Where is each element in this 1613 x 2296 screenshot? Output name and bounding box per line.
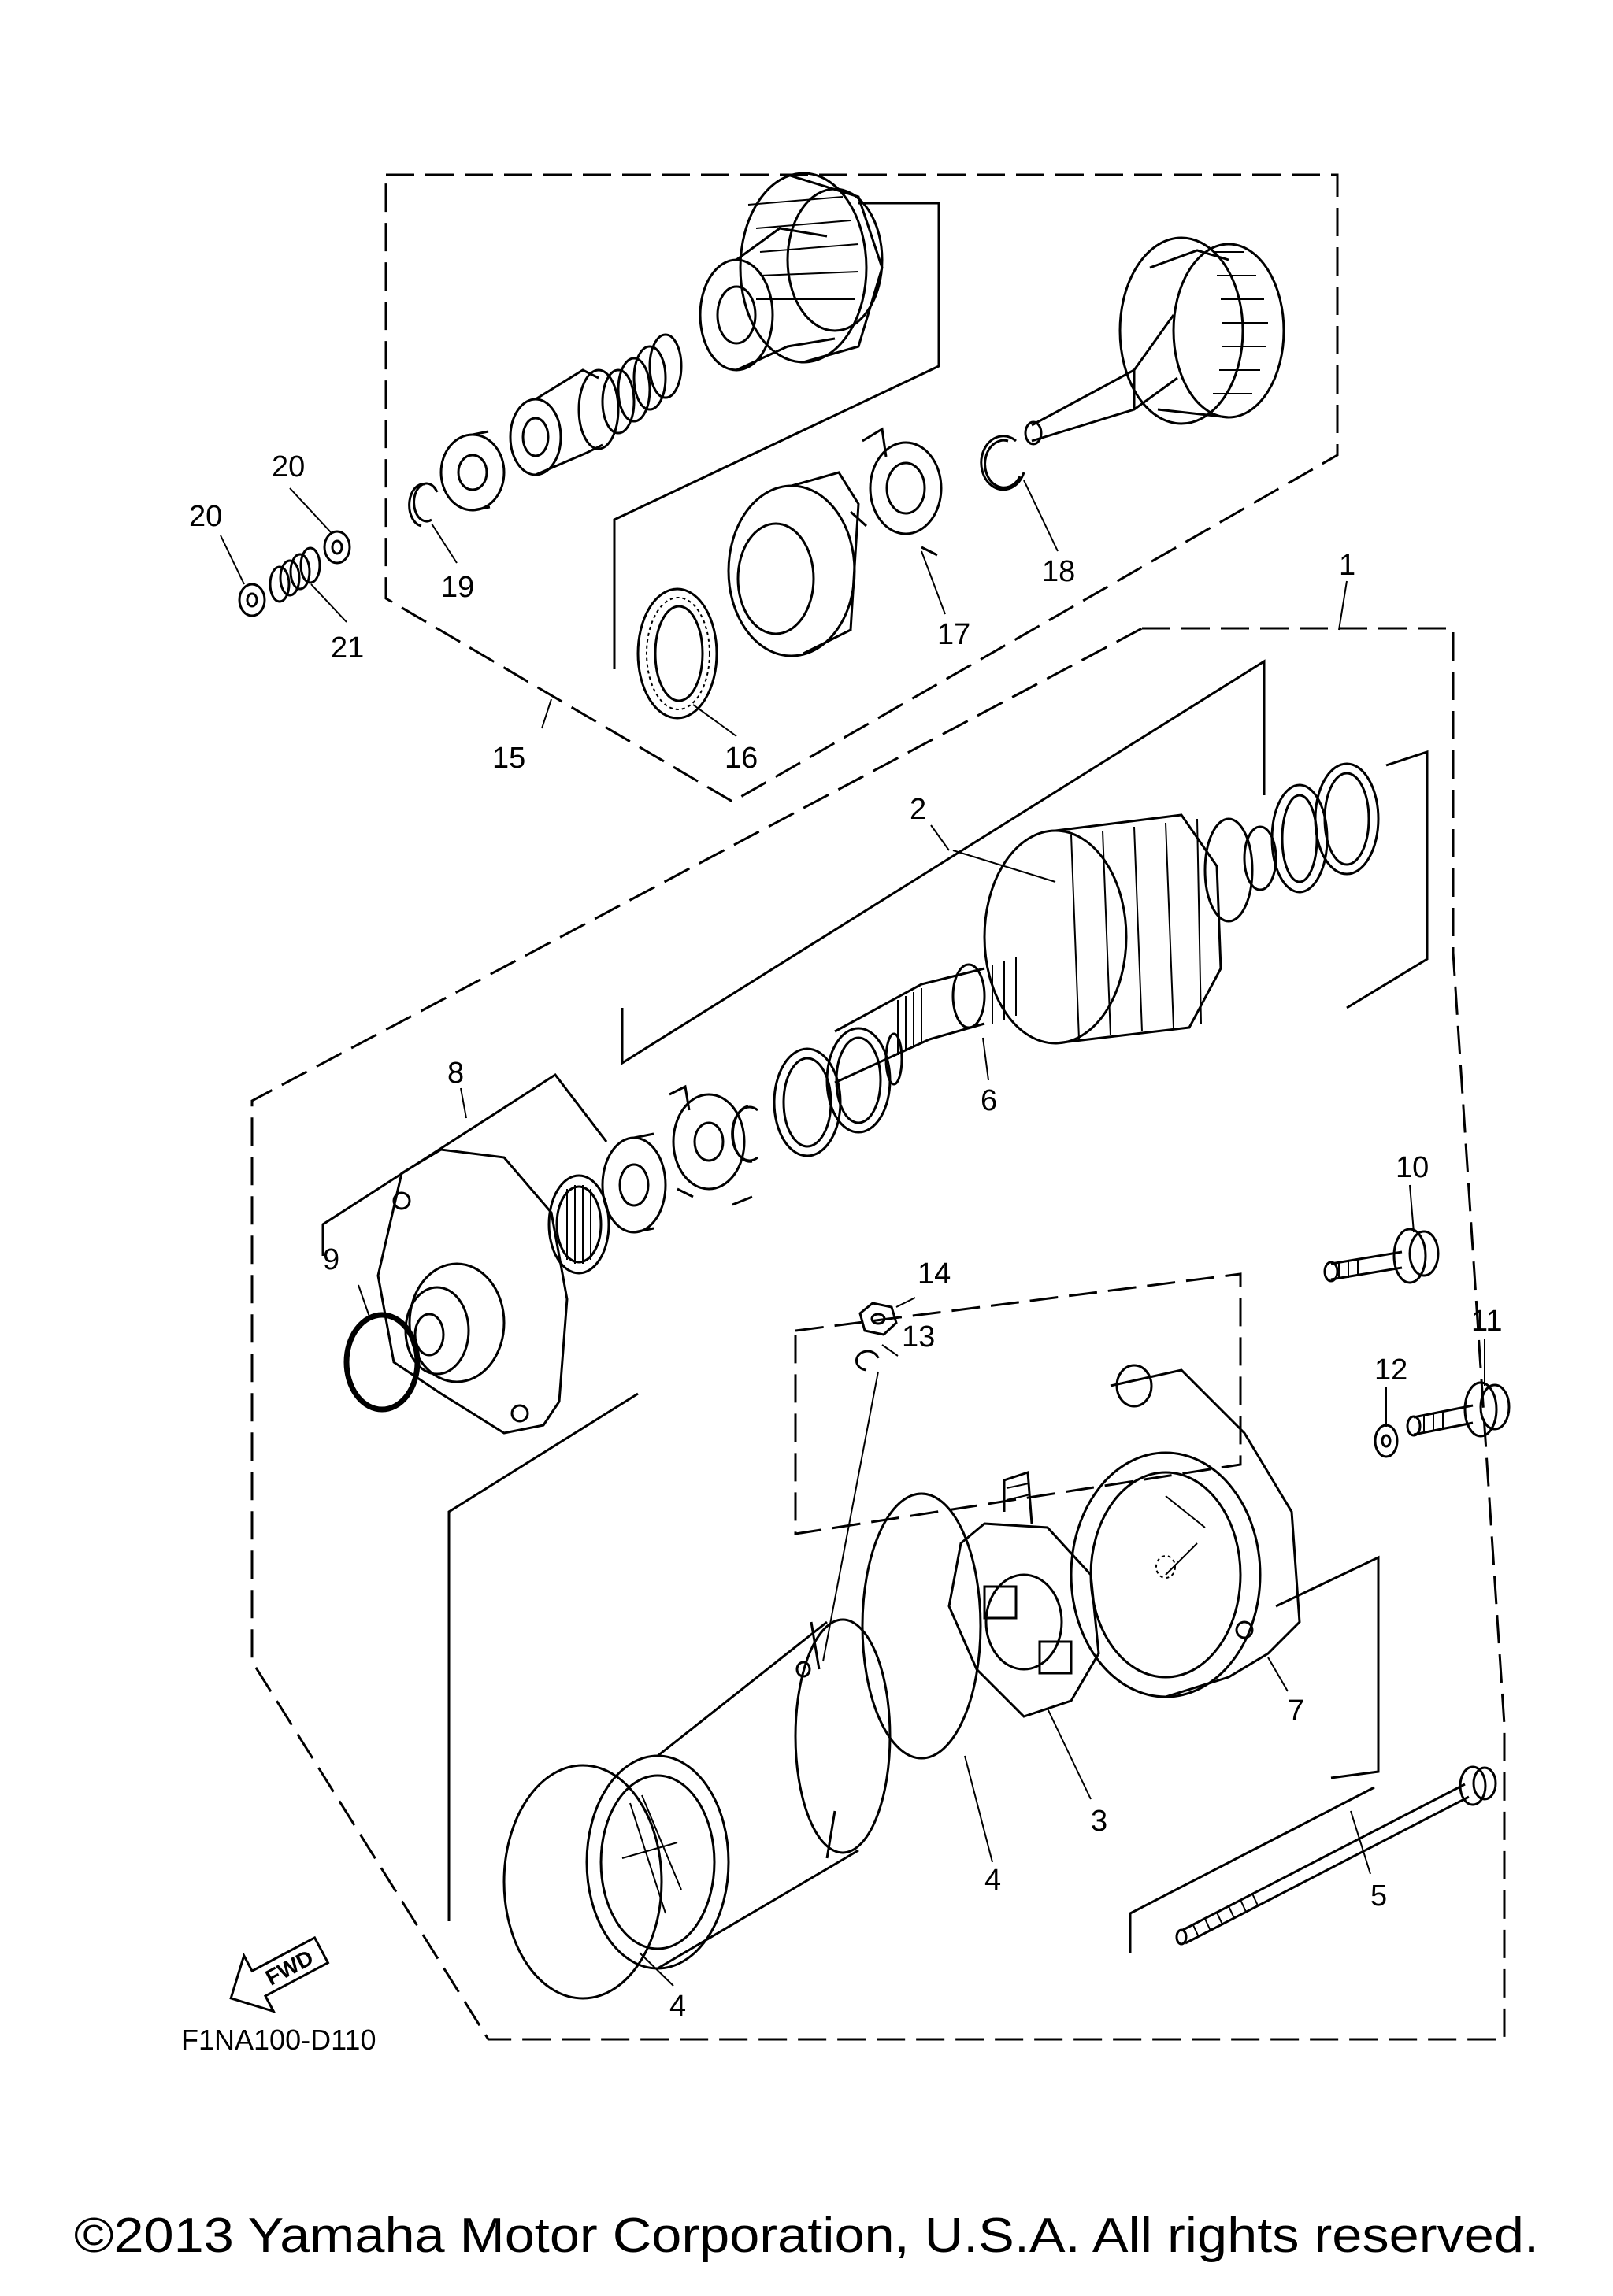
- callout-21: 21: [331, 631, 364, 665]
- callout-6: 6: [981, 1084, 997, 1117]
- part-washer-20b: [323, 530, 351, 565]
- part-bolt-11: [1406, 1381, 1511, 1438]
- part-needle-bearing-16: [636, 587, 718, 720]
- callout-15: 15: [492, 742, 525, 775]
- callout-12: 12: [1374, 1354, 1407, 1387]
- part-washers-right: [1270, 762, 1380, 894]
- bracket-bolt-5: [1129, 1786, 1375, 1953]
- part-pinion-clutch: [699, 172, 884, 372]
- part-washer-20a: [238, 583, 266, 617]
- callout-9: 9: [323, 1243, 339, 1276]
- part-long-bolt-5: [1175, 1765, 1497, 1946]
- bracket-pinion: [613, 202, 940, 669]
- part-front-washers: [731, 1027, 892, 1163]
- callout-13: 13: [902, 1320, 935, 1354]
- part-clutch-shaft: [1024, 236, 1285, 446]
- part-armature-2: [834, 813, 1277, 1086]
- bracket-armature: [621, 659, 1266, 1065]
- part-bearing-washers-8: [547, 1132, 667, 1275]
- part-nut-14: [858, 1302, 898, 1336]
- part-spring: [601, 333, 683, 435]
- callout-20-right: 20: [272, 450, 305, 483]
- callout-2: 2: [910, 793, 926, 826]
- bracket-rear-cover: [1275, 1555, 1380, 1779]
- callout-4-rear: 4: [984, 1864, 1001, 1897]
- part-lock-plate-17: [849, 427, 943, 557]
- callout-10: 10: [1396, 1151, 1429, 1184]
- part-washer-top: [439, 430, 506, 512]
- callout-20-left: 20: [189, 500, 222, 533]
- part-spring-21: [269, 546, 321, 603]
- part-rear-cover-7: [1070, 1364, 1301, 1698]
- part-yoke: [585, 1618, 892, 1970]
- assembly-outline-15: [384, 173, 1339, 803]
- part-bolt-10: [1323, 1228, 1440, 1284]
- callout-8: 8: [447, 1057, 464, 1090]
- bracket-cover: [321, 1072, 608, 1256]
- callout-14: 14: [918, 1257, 951, 1291]
- fwd-arrow-icon: FWD: [229, 1935, 330, 2013]
- callout-1: 1: [1339, 549, 1355, 582]
- callout-18: 18: [1042, 555, 1075, 588]
- bracket-lower-left: [447, 1392, 639, 1921]
- part-brush-holder-3: [947, 1470, 1100, 1718]
- part-front-cover-8: [376, 1148, 569, 1435]
- drawing-code: F1NA100-D110: [181, 2024, 376, 2056]
- part-thrust-plate: [669, 1084, 753, 1206]
- part-o-ring-4-rear: [861, 1492, 982, 1760]
- part-washer-12: [1374, 1424, 1399, 1458]
- part-bearing-holder: [727, 471, 860, 657]
- callout-3: 3: [1091, 1805, 1107, 1838]
- part-circlip-18: [980, 435, 1025, 491]
- callout-11: 11: [1471, 1305, 1502, 1338]
- part-o-ring-4-front: [502, 1764, 663, 2000]
- assembly-outline-1: [250, 627, 1506, 2041]
- callout-5: 5: [1370, 1879, 1387, 1913]
- part-sleeve: [509, 368, 620, 476]
- copyright-notice: ©2013 Yamaha Motor Corporation, U.S.A. A…: [74, 2209, 1539, 2263]
- callout-7: 7: [1288, 1694, 1304, 1728]
- subassembly-outline-7: [794, 1272, 1242, 1535]
- part-washer-13: [855, 1350, 880, 1372]
- callout-19: 19: [441, 571, 474, 604]
- part-circlip-19: [408, 482, 439, 528]
- part-o-ring-9: [343, 1312, 421, 1413]
- callout-17: 17: [937, 618, 970, 651]
- callout-16: 16: [725, 742, 758, 775]
- callout-4-front: 4: [669, 1990, 686, 2023]
- bracket-washers-right: [1346, 750, 1429, 1009]
- leader-lines: [220, 480, 1485, 1987]
